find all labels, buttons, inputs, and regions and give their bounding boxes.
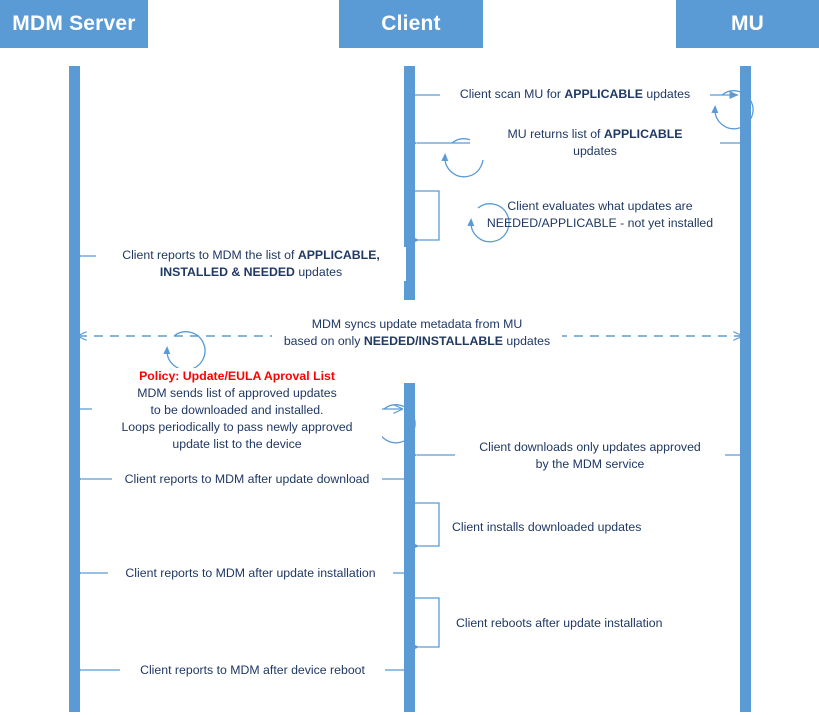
label-m11: Client reboots after update installation (456, 616, 663, 630)
participant-client-label: Client (381, 12, 441, 35)
lifeline-client-segment-1 (404, 66, 415, 300)
arrow-m3-client-evaluates-self (410, 190, 440, 244)
lifeline-client-segment-2 (404, 383, 415, 712)
label-m7: Client downloads only updates approved b… (455, 439, 725, 473)
label-m12: Client reports to MDM after device reboo… (120, 662, 385, 679)
lifeline-mu (740, 66, 751, 712)
loop-circle-m5 (163, 331, 206, 371)
participant-mdm-server-label: MDM Server (12, 12, 136, 35)
arrow-m9-client-installs-self (410, 502, 440, 550)
arrow-m11-client-reboots-self (410, 597, 440, 651)
label-m6: Policy: Update/EULA Aproval List MDM sen… (92, 368, 382, 453)
lifeline-mdm-server (69, 66, 80, 712)
label-m9: Client installs downloaded updates (452, 520, 642, 534)
participant-mu-label: MU (730, 12, 765, 35)
label-m5: MDM syncs update metadata from MU based … (272, 316, 562, 350)
participant-client: Client (339, 0, 483, 48)
label-m2: MU returns list of APPLICABLE updates (470, 126, 720, 160)
label-m1: Client scan MU for APPLICABLE updates (440, 86, 710, 103)
label-m10: Client reports to MDM after update insta… (108, 565, 393, 582)
label-m8: Client reports to MDM after update downl… (112, 471, 382, 488)
label-m3: Client evaluates what updates are NEEDED… (486, 199, 714, 230)
label-m4: Client reports to MDM the list of APPLIC… (96, 247, 406, 281)
participant-mu: MU (676, 0, 819, 48)
participant-mdm-server: MDM Server (0, 0, 148, 48)
policy-annotation: Policy: Update/EULA Aproval List (139, 369, 335, 383)
